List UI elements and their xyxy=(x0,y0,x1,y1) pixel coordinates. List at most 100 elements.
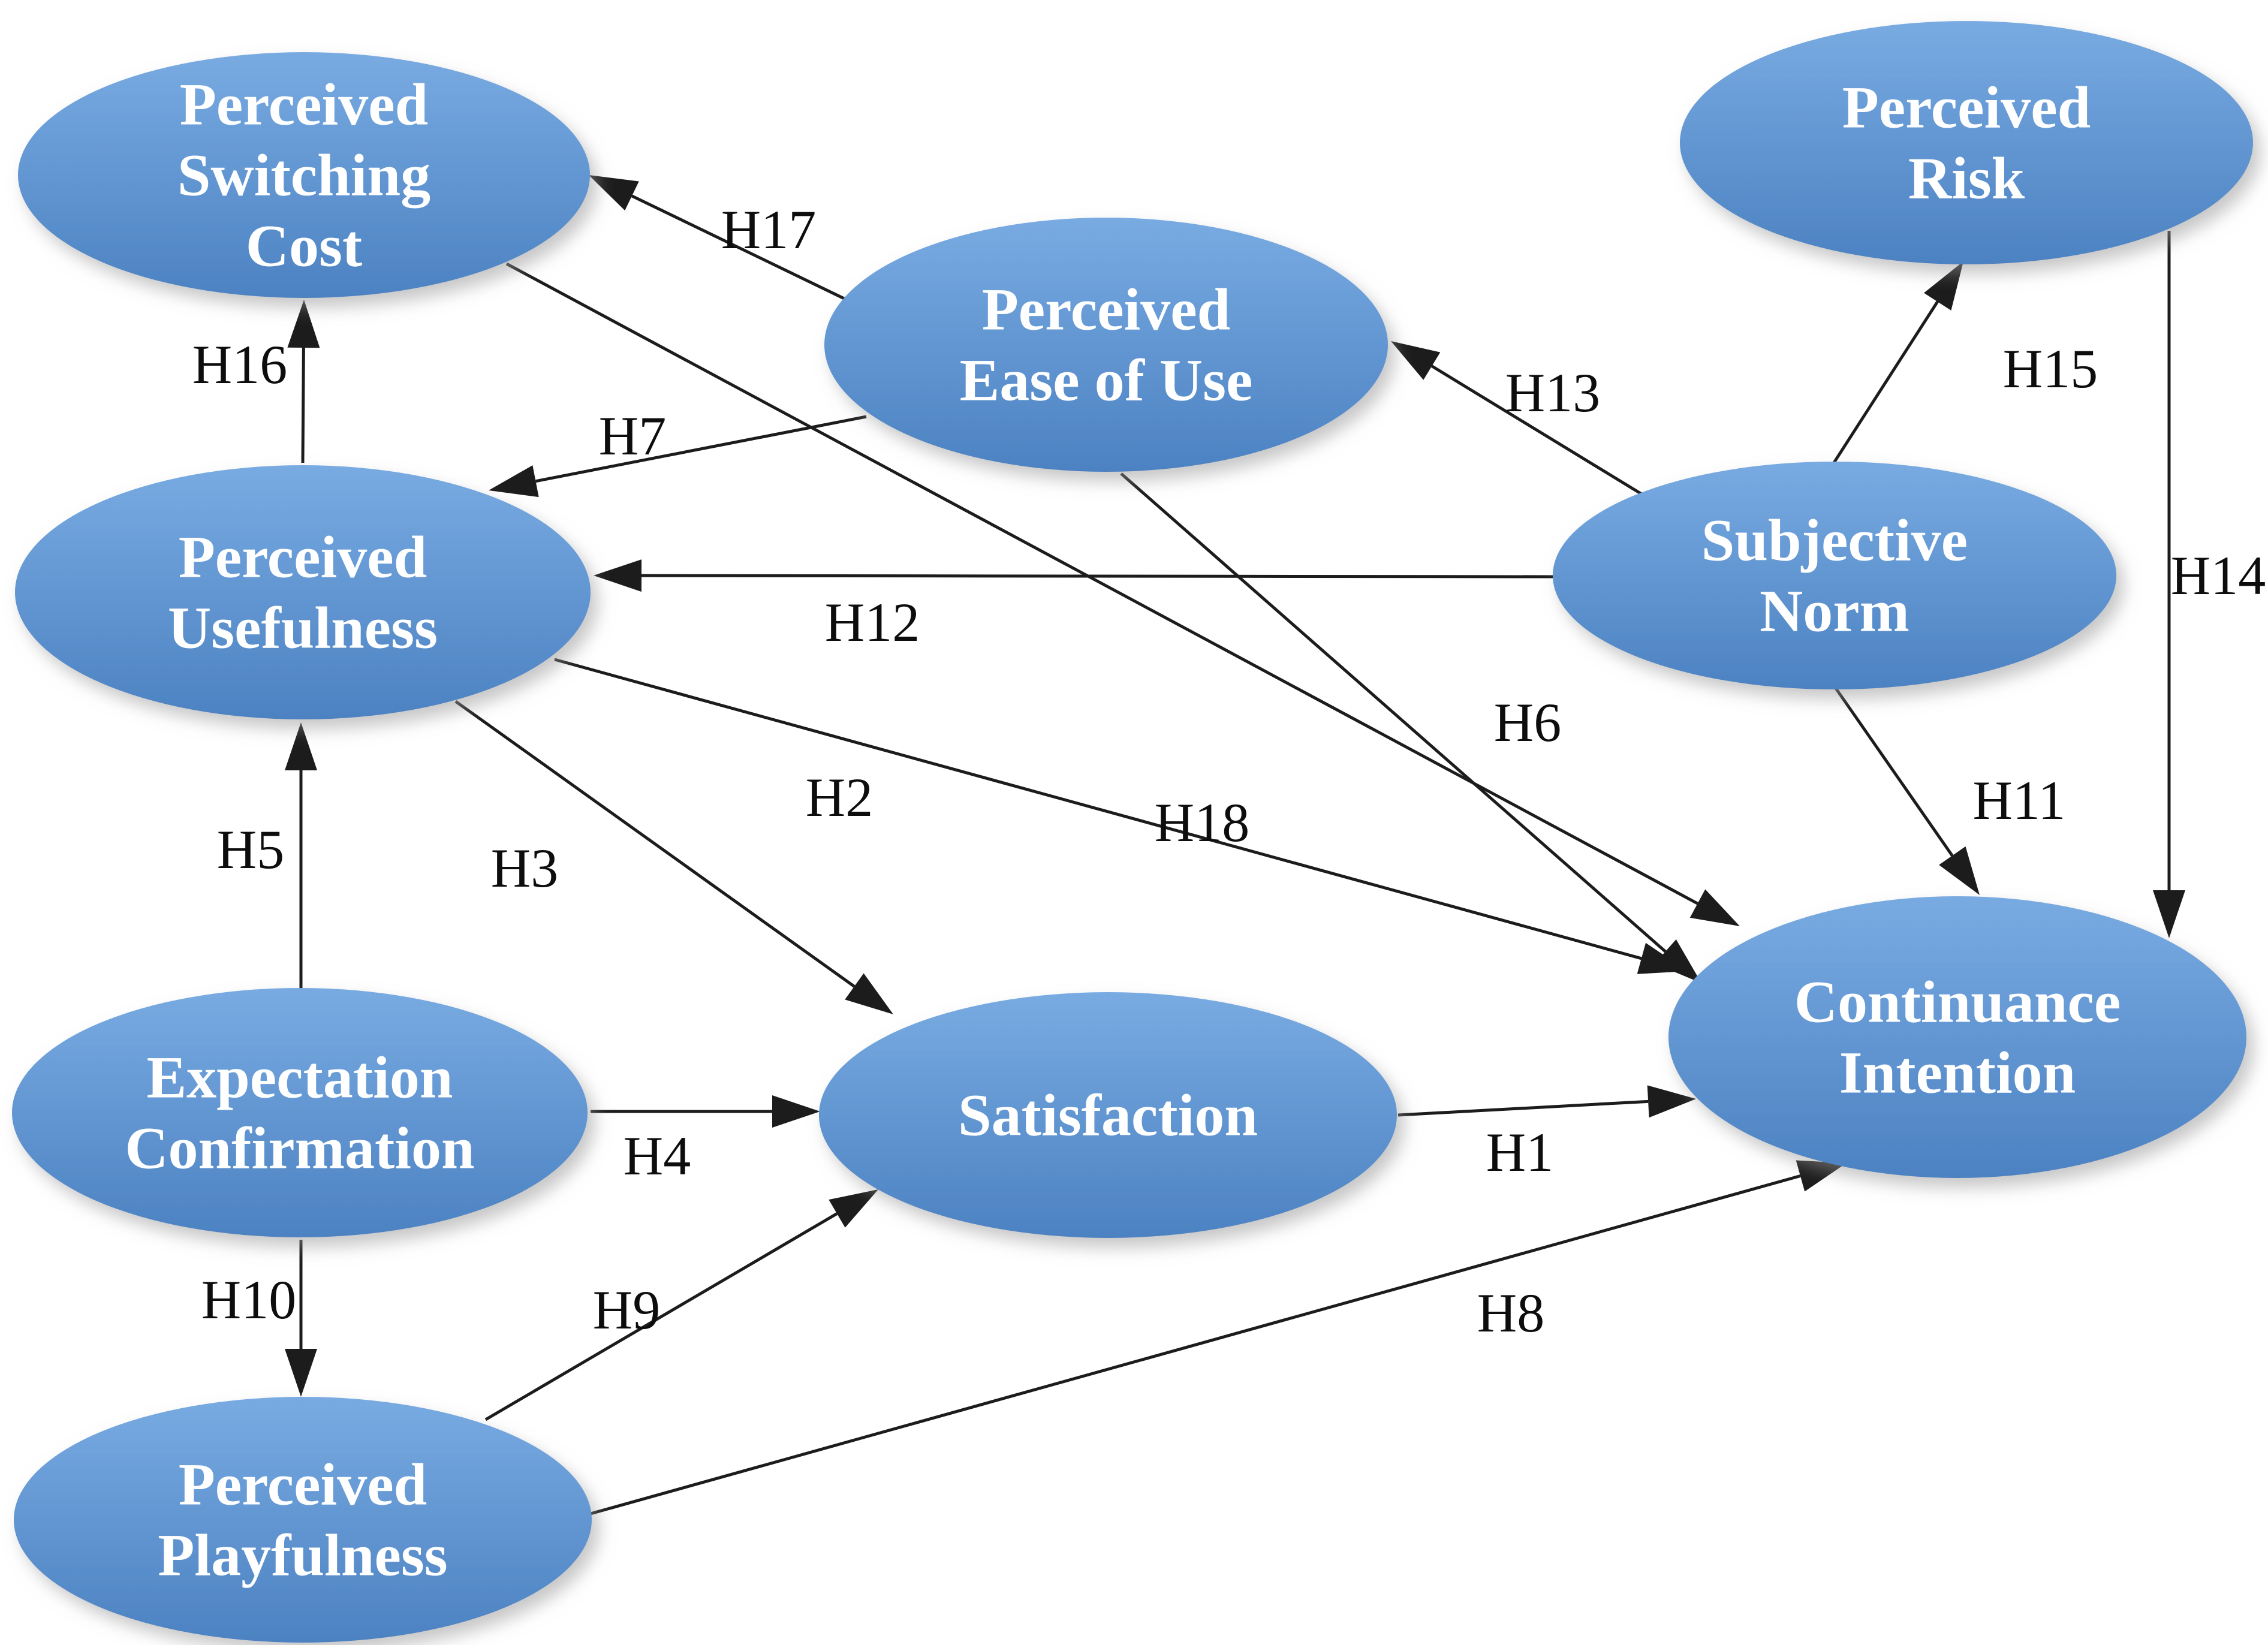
edge-h6-arrowhead-icon xyxy=(1655,939,1701,983)
edge-h13-subjective-norm-to-perceived-ease-of-use xyxy=(1391,341,1643,496)
edge-h13-label: H13 xyxy=(1505,362,1600,423)
node-perceived-switching-cost-label-line-2: Switching xyxy=(177,142,430,209)
edge-h12-line xyxy=(641,574,1553,579)
edge-h12-subjective-norm-to-perceived-usefulness xyxy=(594,559,1553,592)
node-expectation-confirmation-ellipse xyxy=(12,988,588,1237)
edge-h9-label: H9 xyxy=(593,1279,660,1340)
edge-h10-label: H10 xyxy=(201,1269,296,1330)
edge-h17-line xyxy=(631,194,845,300)
edge-h16-label: H16 xyxy=(192,334,287,395)
edge-h16-arrowhead-icon xyxy=(287,300,320,348)
edge-h2-label: H2 xyxy=(806,767,873,828)
edge-h12-label: H12 xyxy=(825,592,920,653)
node-satisfaction: Satisfaction xyxy=(819,992,1397,1238)
node-perceived-risk-label-line-1: Perceived xyxy=(1842,74,2091,141)
node-continuance-intention-ellipse xyxy=(1668,896,2246,1178)
node-perceived-switching-cost-label-line-1: Perceived xyxy=(180,71,429,138)
node-perceived-ease-of-use-label-line-2: Ease of Use xyxy=(960,347,1253,414)
node-perceived-risk-label-line-2: Risk xyxy=(1908,145,2025,212)
edge-h4-arrowhead-icon xyxy=(772,1095,820,1128)
edge-h4-expectation-confirmation-to-satisfaction xyxy=(591,1095,820,1128)
edge-h16-perceived-usefulness-to-perceived-switching-cost xyxy=(287,300,320,463)
node-perceived-switching-cost-label-line-3: Cost xyxy=(246,213,362,279)
node-subjective-norm-label-line-1: Subjective xyxy=(1701,507,1968,574)
edge-h9-perceived-playfulness-to-satisfaction xyxy=(484,1189,878,1421)
node-subjective-norm-ellipse xyxy=(1553,462,2116,689)
edge-h18-label: H18 xyxy=(1155,792,1249,853)
edge-h5-expectation-confirmation-to-perceived-usefulness xyxy=(285,722,317,989)
node-perceived-playfulness-ellipse xyxy=(14,1397,592,1643)
edge-h8-line xyxy=(590,1174,1801,1516)
edge-h15-label: H15 xyxy=(2003,338,2098,399)
edge-h8-perceived-playfulness-to-continuance-intention xyxy=(590,1160,1847,1516)
edge-h2-line xyxy=(554,658,1642,960)
edge-h1-arrowhead-icon xyxy=(1647,1085,1696,1118)
edge-h6-line xyxy=(1120,472,1667,953)
edge-h18-arrowhead-icon xyxy=(1689,889,1740,926)
node-subjective-norm-label-line-2: Norm xyxy=(1760,578,1909,644)
edge-h10-arrowhead-icon xyxy=(285,1349,317,1397)
node-satisfaction-ellipse xyxy=(819,992,1397,1238)
edge-h7-arrowhead-icon xyxy=(489,465,539,498)
node-expectation-confirmation-label-line-2: Confirmation xyxy=(125,1115,474,1182)
edge-h1-satisfaction-to-continuance-intention xyxy=(1397,1085,1696,1118)
node-perceived-ease-of-use-ellipse xyxy=(824,218,1388,472)
edge-h7-label: H7 xyxy=(599,405,666,466)
edge-h15-arrowhead-icon xyxy=(1924,261,1963,311)
edge-h3-label: H3 xyxy=(491,837,558,899)
node-satisfaction-label-line-1: Satisfaction xyxy=(958,1082,1258,1149)
edge-h4-label: H4 xyxy=(624,1125,691,1186)
node-expectation-confirmation-label-line-1: Expectation xyxy=(146,1044,453,1111)
node-perceived-playfulness-label-line-1: Perceived xyxy=(179,1451,427,1518)
edge-h14-perceived-risk-to-continuance-intention xyxy=(2153,231,2185,938)
node-continuance-intention-label-line-1: Continuance xyxy=(1794,969,2121,1035)
node-perceived-usefulness-ellipse xyxy=(15,465,591,719)
node-perceived-ease-of-use-label-line-1: Perceived xyxy=(982,276,1231,343)
node-perceived-usefulness-label-line-2: Usefulness xyxy=(168,595,438,661)
edge-h7-perceived-ease-of-use-to-perceived-usefulness xyxy=(489,415,867,498)
node-perceived-risk-ellipse xyxy=(1680,21,2253,264)
edges-layer xyxy=(285,175,2185,1516)
edge-h13-arrowhead-icon xyxy=(1391,341,1441,380)
node-perceived-playfulness-label-line-2: Playfulness xyxy=(158,1522,447,1589)
edge-h6-perceived-ease-of-use-to-continuance-intention xyxy=(1120,472,1701,983)
edge-h14-label: H14 xyxy=(2171,545,2266,606)
edge-h18-line xyxy=(505,262,1698,905)
edge-h13-line xyxy=(1430,364,1643,496)
node-perceived-usefulness-label-line-1: Perceived xyxy=(179,524,427,590)
edge-h12-arrowhead-icon xyxy=(594,559,642,592)
edge-h1-line xyxy=(1397,1099,1649,1117)
edge-h5-label: H5 xyxy=(217,819,284,880)
edge-h15-subjective-norm-to-perceived-risk xyxy=(1830,261,1963,468)
node-continuance-intention-label-line-2: Intention xyxy=(1839,1040,2076,1106)
edge-h11-arrowhead-icon xyxy=(1939,846,1980,895)
edge-h11-label: H11 xyxy=(1972,770,2065,831)
edge-h11-subjective-norm-to-continuance-intention xyxy=(1834,687,1980,895)
edge-h9-arrowhead-icon xyxy=(829,1189,878,1228)
node-perceived-switching-cost-ellipse xyxy=(18,52,590,298)
edge-h3-line xyxy=(454,700,856,988)
edge-h18-perceived-switching-cost-to-continuance-intention xyxy=(505,262,1740,926)
edge-h17-arrowhead-icon xyxy=(589,175,639,211)
edge-h9-line xyxy=(484,1212,838,1421)
edge-h1-label: H1 xyxy=(1486,1122,1553,1183)
edge-h11-line xyxy=(1834,687,1954,857)
edge-h10-expectation-confirmation-to-perceived-playfulness xyxy=(285,1240,317,1397)
edge-h3-arrowhead-icon xyxy=(845,973,893,1014)
edge-h8-label: H8 xyxy=(1477,1282,1544,1343)
edge-h7-line xyxy=(535,415,867,483)
edge-h14-arrowhead-icon xyxy=(2153,890,2185,938)
edge-h6-label: H6 xyxy=(1494,692,1561,753)
edge-h8-arrowhead-icon xyxy=(1796,1160,1847,1192)
